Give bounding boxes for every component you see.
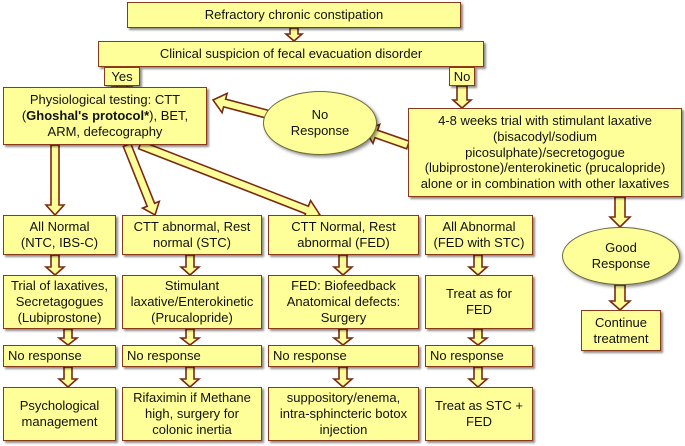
no-response-box-col4: No response [425, 345, 533, 367]
no-label-box: No [449, 67, 475, 86]
yes-label: Yes [111, 68, 133, 84]
all-abnormal-box: All Abnormal(FED with STC) [425, 215, 533, 255]
arrow-col3-treat-to-nr [331, 328, 355, 347]
trial-of-laxatives-box: Trial of laxatives,Secretagogues(Lubipro… [3, 275, 116, 329]
no-label: No [453, 68, 471, 84]
arrow-col2-result-to-treat [178, 254, 202, 277]
no-response-oval: No Response [263, 91, 377, 155]
arrow-no-to-trial [450, 85, 474, 110]
physio-line1: Physiological testing: CTT [29, 92, 181, 108]
arrow-physio-to-col3 [137, 140, 322, 221]
arrow-col1-treat-to-nr [56, 328, 80, 347]
arrow-col1-nr-to-final [56, 366, 80, 389]
refractory-constipation-label: Refractory chronic constipation [204, 7, 384, 23]
suppository-enema-box: suppository/enema,intra-sphincteric boto… [268, 387, 419, 441]
arrow-trial-to-good [608, 196, 632, 229]
arrow-col3-result-to-treat [331, 254, 355, 277]
no-response-box-col1: No response [3, 345, 116, 367]
arrow-physio-to-col1 [44, 144, 66, 217]
stimulant-trial-box: 4-8 weeks trial with stimulant laxative … [408, 108, 682, 197]
arrow-top-to-suspicion [283, 27, 305, 43]
physio-line3: ARM, defecography [47, 123, 163, 139]
arrow-col1-result-to-treat [43, 254, 67, 277]
arrow-col2-treat-to-nr [178, 328, 202, 347]
arrow-col4-treat-to-nr [466, 328, 490, 347]
no-response-box-col3: No response [268, 345, 419, 367]
all-normal-box: All Normal(NTC, IBS-C) [3, 215, 116, 255]
clinical-suspicion-box: Clinical suspicion of fecal evacuation d… [98, 41, 484, 67]
arrow-good-to-continue [607, 284, 633, 312]
yes-label-box: Yes [104, 67, 140, 86]
arrow-col2-nr-to-final [178, 366, 202, 389]
arrow-physio-to-col2 [122, 142, 161, 217]
arrow-col3-nr-to-final [331, 366, 355, 389]
clinical-suspicion-label: Clinical suspicion of fecal evacuation d… [159, 46, 423, 62]
good-response-oval: Good Response [562, 227, 680, 285]
continue-treatment-box: Continue treatment [581, 310, 661, 351]
refractory-constipation-box: Refractory chronic constipation [127, 2, 461, 28]
arrow-col4-nr-to-final [466, 366, 490, 389]
treat-as-stc-fed-box: Treat as STC +FED [425, 387, 533, 441]
arrow-col4-result-to-treat [466, 254, 490, 277]
ghoshal-protocol-text: Ghoshal's protocol* [26, 108, 150, 124]
physiological-testing-box: Physiological testing: CTT (Ghoshal's pr… [3, 87, 207, 145]
no-response-box-col2: No response [122, 345, 262, 367]
